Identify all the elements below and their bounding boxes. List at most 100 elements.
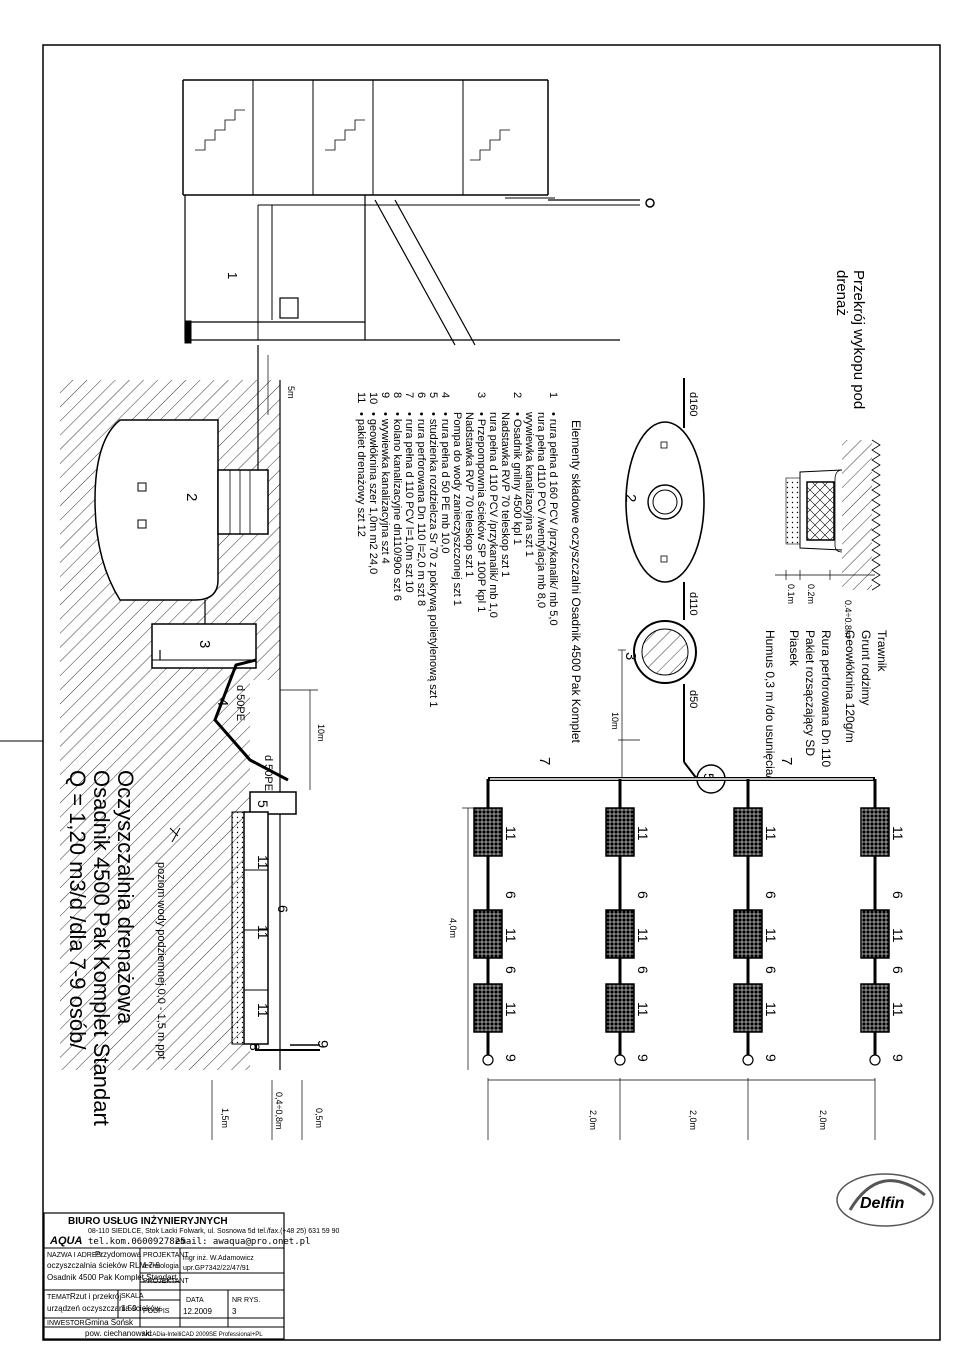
drain-pipe-label: 6 [503, 891, 519, 899]
tb-name-label: NAZWA I ADRES: [47, 1252, 103, 1259]
component-line: • Osadnik gnilny 4500 kpl 1 [511, 412, 523, 545]
drain-pipe-label: 6 [503, 966, 519, 974]
dim-04-08: 0.4÷0.8m [843, 600, 853, 637]
plan-pump-station [633, 620, 697, 684]
component-line: • rura pełna d 160 PCV /przykanalik/ mb … [547, 412, 559, 626]
drain-pack-label: 11 [890, 928, 906, 943]
house-roof [374, 199, 640, 346]
tb-name-v1: Przydomowa [95, 1250, 142, 1259]
drain-pack [733, 909, 763, 959]
plan-dims [462, 807, 474, 1070]
tb-proj-tech-v1: mgr inż. W.Adamowicz [183, 1255, 254, 1262]
profile-dim-048: 0,4÷0,8m [274, 1092, 284, 1129]
drain-pack-label: 11 [763, 1002, 779, 1017]
drain-pack-label: 11 [503, 826, 519, 841]
drain-pipe-label: 6 [635, 966, 651, 974]
profile-dim-5m: 5m [286, 386, 296, 399]
plan-view: d160 2 d110 3 d50 10m 5 7 7 [448, 378, 906, 1140]
drain-vent-icon [742, 1054, 754, 1066]
tb-company: BIURO USŁUG INŻYNIERYJNYCH [68, 1214, 228, 1227]
plan-tank-hatch-b [660, 555, 668, 563]
tb-temat-v1: Rzut i przekrój [70, 1292, 121, 1301]
profile-elbow [255, 1044, 320, 1051]
drain-pack [733, 983, 763, 1033]
drain-pack-label: 11 [763, 826, 779, 841]
profile-dim-05: 0,5m [314, 1108, 324, 1128]
drain-pipe-label: 6 [890, 891, 906, 899]
profile-pe-pipe [213, 658, 289, 782]
layer-legend: Trawnik Grunt rodzimy Geowłóknina 120g/m… [763, 630, 889, 779]
plan-tank-riser-inner [652, 489, 678, 515]
plan-dim-4m: 4,0m [448, 918, 458, 938]
title-line-1: Oczyszczalnia drenażowa [113, 770, 138, 1025]
section-dimensions [775, 570, 875, 580]
drain-pipe-label: 6 [635, 891, 651, 899]
component-number: 8 [391, 392, 403, 398]
profile-septic-tank [94, 419, 219, 601]
profile-tank-riser [217, 469, 269, 535]
component-number: 11 [355, 392, 367, 403]
drain-pack [605, 909, 635, 959]
tb-contact-mail: email: awaqua@pro.onet.pl [175, 1237, 310, 1247]
component-line: Nadstawka RVP 70 teleskop szt 1 [463, 412, 475, 577]
ground-hatch-lower [60, 680, 250, 1070]
component-number: 9 [379, 392, 391, 398]
house-stairs-3 [470, 129, 510, 161]
plan-pump-inner [641, 628, 689, 676]
profile-dim-15m: 1,5m [220, 1108, 230, 1128]
component-line: • rura pełna d 110 PCV l=1,0m szt 10 [403, 412, 415, 593]
legend-humus: Humus 0,3 m /do usunięcia/ [763, 630, 777, 779]
drain-pack-label: 11 [503, 1002, 519, 1017]
tb-inwestor-label: INWESTOR: [47, 1320, 87, 1327]
tb-aqua: AQUA [49, 1235, 82, 1247]
drain-pack-label: 11 [890, 1002, 906, 1017]
drain-vent-label: 9 [890, 1054, 906, 1062]
plan-label-d160: d160 [687, 392, 699, 416]
plan-label-d110: d110 [687, 592, 699, 616]
profile-label-pack-b: 11 [255, 925, 271, 940]
vent-cap-icon [645, 198, 655, 208]
component-line: • kolano kanalizacyjne dn110/90o szt 6 [391, 412, 403, 601]
tb-skala-label: SKALA [121, 1293, 144, 1300]
drain-vent-label: 9 [503, 1054, 519, 1062]
legend-perforated-pipe: Rura perforowana Dn 110 [819, 630, 833, 768]
title-line-3: Q = 1,20 m3/d /dla 7-9 osób/ [65, 770, 90, 1050]
profile-drain-pipe [243, 811, 269, 1045]
legend-drain-pack: Pakiet rozsączający SD [803, 630, 817, 756]
drain-pack [473, 807, 503, 857]
legend-native-soil: Grunt rodzimy [859, 630, 873, 705]
drain-pack-label: 11 [503, 928, 519, 943]
legend-lawn: Trawnik [875, 630, 889, 673]
drain-vent-icon [869, 1054, 881, 1066]
component-line: wywiewka kanalizacyjna szt 1 [523, 411, 535, 557]
title-line-2: Osadnik 4500 Pak Komplet Standart [89, 770, 114, 1126]
profile-label-dist: 5 [255, 800, 271, 808]
drain-vent-icon [614, 1054, 626, 1066]
tb-data-label: DATA [186, 1297, 204, 1304]
component-number: 4 [439, 392, 451, 398]
tb-inwestor-v2: pow. ciechanowski [85, 1329, 151, 1338]
plan-dim-10m [618, 649, 640, 780]
component-line: • Przepompownia ścieków SP 100P kpl 1 [475, 412, 487, 612]
profile-pump-station [151, 623, 257, 669]
tb-nr-value: 3 [232, 1307, 237, 1316]
profile-label-vent: 1 [225, 272, 240, 279]
component-line: Nadstawka RVP 70 teleskop szt 1 [499, 412, 511, 577]
drain-pack-label: 11 [635, 826, 651, 841]
profile-dim-10m: 10m [316, 724, 326, 742]
drain-pack [605, 983, 635, 1033]
profile-label-tank: 2 [183, 493, 200, 501]
plan-feed-to-chamber [683, 761, 698, 780]
component-number: 10 [367, 392, 379, 404]
title-block: BIURO USŁUG INŻYNIERYJNYCH AQUA 08-110 S… [43, 1212, 340, 1340]
profile-label-pe: 4 [214, 698, 231, 706]
components-heading: Elementy składowe oczyszczalni Osadnik 4… [569, 420, 583, 743]
component-number: 3 [475, 392, 487, 398]
tb-inwestor-v1: Gmina Sońsk [85, 1318, 134, 1327]
tb-temat-label: TEMAT: [47, 1294, 71, 1301]
component-number: 1 [547, 392, 559, 398]
component-line: rura pełna d 110 PCV /przykanalik/ mb 1,… [487, 412, 499, 618]
drain-pipe-label: 6 [763, 966, 779, 974]
legend-geotextile: Geowłóknina 120g/m [843, 630, 857, 743]
